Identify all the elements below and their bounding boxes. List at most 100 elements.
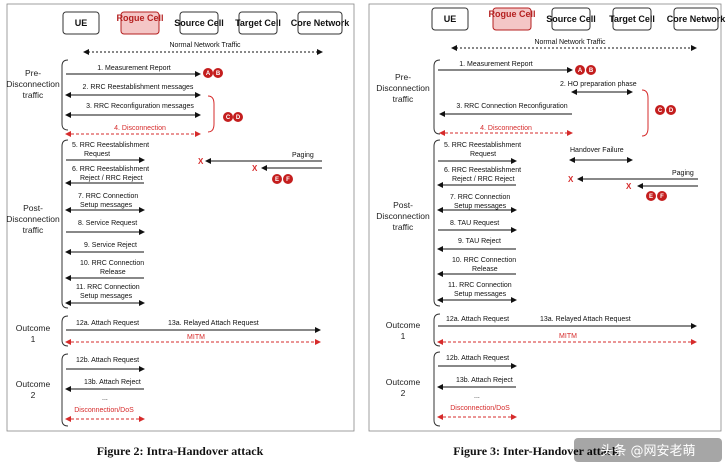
bracket-outcome1-r [433,313,441,347]
entity-rogue-cell-r-label: Rogue Cell [488,9,535,19]
msg8-label-r: 8. TAU Request [450,220,499,227]
entity-core-network-label: Core Network [291,18,351,28]
bracket-post [61,139,69,309]
paging-label-r: Paging [672,170,694,177]
badge-f-label: F [286,177,290,183]
dos-label: Disconnection/DoS [74,407,134,414]
paging-blocked-x2: X [252,164,258,173]
msg2-label-r: 2. HO preparation phase [560,81,637,88]
entity-ue-label: UE [75,18,88,28]
badge-c-label: C [226,115,231,121]
msg2-label: 2. RRC Reestablishment messages [83,84,194,91]
bracket-cd [207,95,215,133]
entity-ue-r: UE [431,7,469,31]
msg8-label: 8. Service Request [78,220,137,227]
bracket-cd-r [641,89,649,137]
msg9-label-r: 9. TAU Reject [458,238,501,245]
badge-b-r-label: B [589,68,594,74]
mitm-label: MITM [187,334,205,341]
paging-label: Paging [292,152,314,159]
badge-a-label: A [206,71,211,77]
figure-inter-handover: UE Rogue Cell Source Cell Target Cell Co… [368,3,726,458]
entity-source-cell-r-label: Source Cell [546,14,596,24]
caption-figure3: Figure 3: Inter-Handover attack [453,444,619,458]
badge-d-r [666,105,676,115]
bracket-outcome2 [61,353,69,427]
badge-e-r-label: E [649,194,653,200]
msg4-label: 4. Disconnection [114,125,166,132]
entity-core-network: Core Network [291,11,351,35]
badge-a-r-label: A [578,68,583,74]
bracket-pre [61,59,69,131]
badge-b-label: B [216,71,221,77]
msg4-label-r: 4. Disconnection [480,125,532,132]
ellipsis-r: ... [474,393,480,400]
figure-frame-right [368,3,722,432]
entity-rogue-cell-label: Rogue Cell [116,13,163,23]
entity-source-cell-r: Source Cell [546,7,596,31]
mitm-label-r: MITM [559,333,577,340]
entity-target-cell: Target Cell [235,11,281,35]
badge-f [283,174,293,184]
entity-target-cell-r: Target Cell [609,7,655,31]
entity-ue: UE [62,11,100,35]
watermark-text: 头条 @网安老萌 [600,443,695,459]
bracket-post-r [433,139,441,307]
msg12a-label: 12a. Attach Request [76,320,139,327]
msg13a-label: 13a. Relayed Attach Request [168,320,259,327]
paging-blocked-x2-r: X [626,182,632,191]
badge-a [203,68,213,78]
badge-f-r [657,191,667,201]
badge-a-r [575,65,585,75]
figure-frame [6,3,355,432]
normal-traffic-label: Normal Network Traffic [169,42,241,49]
bracket-outcome1 [61,315,69,347]
msg13a-label-r: 13a. Relayed Attach Request [540,316,631,323]
msg3-label: 3. RRC Reconfiguration messages [86,103,194,110]
badge-e-r [646,191,656,201]
msg9-label: 9. Service Reject [84,242,137,249]
figure-intra-handover: UE Rogue Cell Source Cell Target Cell Co… [6,3,355,458]
badge-c-r [655,105,665,115]
msg1-label-r: 1. Measurement Report [459,61,533,68]
msg13b-label: 13b. Attach Reject [84,379,141,386]
paging-blocked-x1: X [198,157,204,166]
msg1-label: 1. Measurement Report [97,65,171,72]
badge-e [272,174,282,184]
badge-e-label: E [275,177,279,183]
caption-figure2: Figure 2: Intra-Handover attack [97,444,264,458]
entity-target-cell-label: Target Cell [235,18,281,28]
msg12a-label-r: 12a. Attach Request [446,316,509,323]
badge-f-r-label: F [660,194,664,200]
dos-label-r: Disconnection/DoS [450,405,510,412]
bracket-outcome2-r [433,351,441,427]
msg12b-label-r: 12b. Attach Request [446,355,509,362]
entity-rogue-cell: Rogue Cell [116,11,164,35]
entity-ue-r-label: UE [444,14,457,24]
entity-rogue-cell-r: Rogue Cell [488,7,536,31]
bracket-pre-r [433,59,441,135]
watermark: 头条 @网安老萌 [574,438,722,462]
badge-d [233,112,243,122]
entity-source-cell: Source Cell [174,11,224,35]
handover-failure-label: Handover Failure [570,147,624,154]
ellipsis: ... [102,395,108,402]
badge-c-r-label: C [658,108,663,114]
entity-source-cell-label: Source Cell [174,18,224,28]
